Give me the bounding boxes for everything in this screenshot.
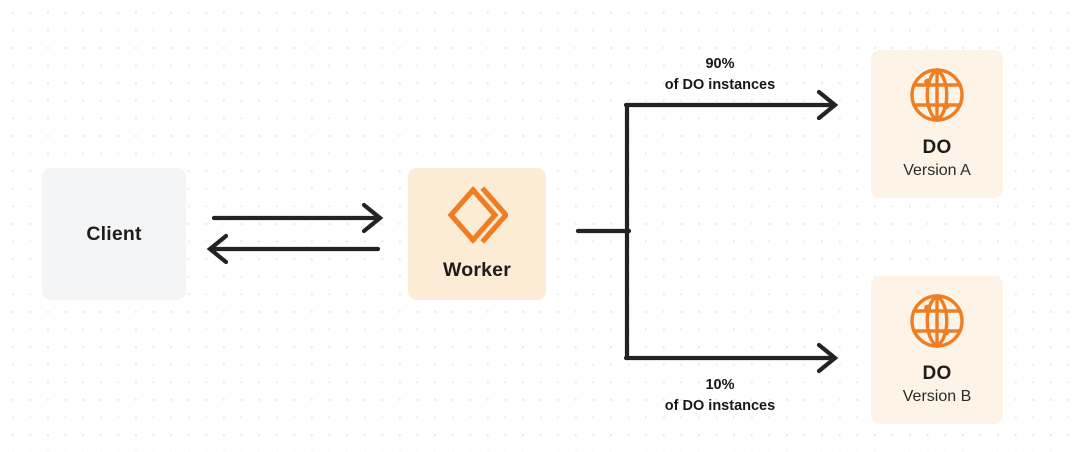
node-do-a-sublabel: Version A [903,161,971,179]
edge-label-10-percent-line1: 10% [705,377,735,393]
edge-label-90-percent: 90% of DO instances [665,54,775,96]
arrow-worker-to-do-b [623,342,839,374]
node-client-label: Client [86,222,142,245]
node-do-a-label: DO [922,137,952,159]
edge-label-10-percent-line2: of DO instances [664,398,776,415]
globe-icon [908,292,966,362]
edge-label-90-percent-line2: of DO instances [664,77,776,94]
workers-logo-icon [446,186,508,244]
arrow-client-to-worker [211,202,384,234]
edge-label-10-percent: 10% of DO instances [665,375,775,417]
globe-icon [908,66,966,136]
node-do-b-sublabel: Version B [902,387,972,405]
node-worker[interactable]: Worker [408,168,546,300]
branch-trunk [575,102,632,361]
node-do-version-a[interactable]: DO Version A [871,50,1003,198]
node-do-b-label: DO [922,363,952,385]
edge-label-90-percent-line1: 90% [705,56,735,72]
node-worker-label: Worker [442,258,512,281]
node-do-version-b[interactable]: DO Version B [871,276,1003,424]
arrow-worker-to-client [206,233,381,265]
node-client[interactable]: Client [42,168,186,300]
